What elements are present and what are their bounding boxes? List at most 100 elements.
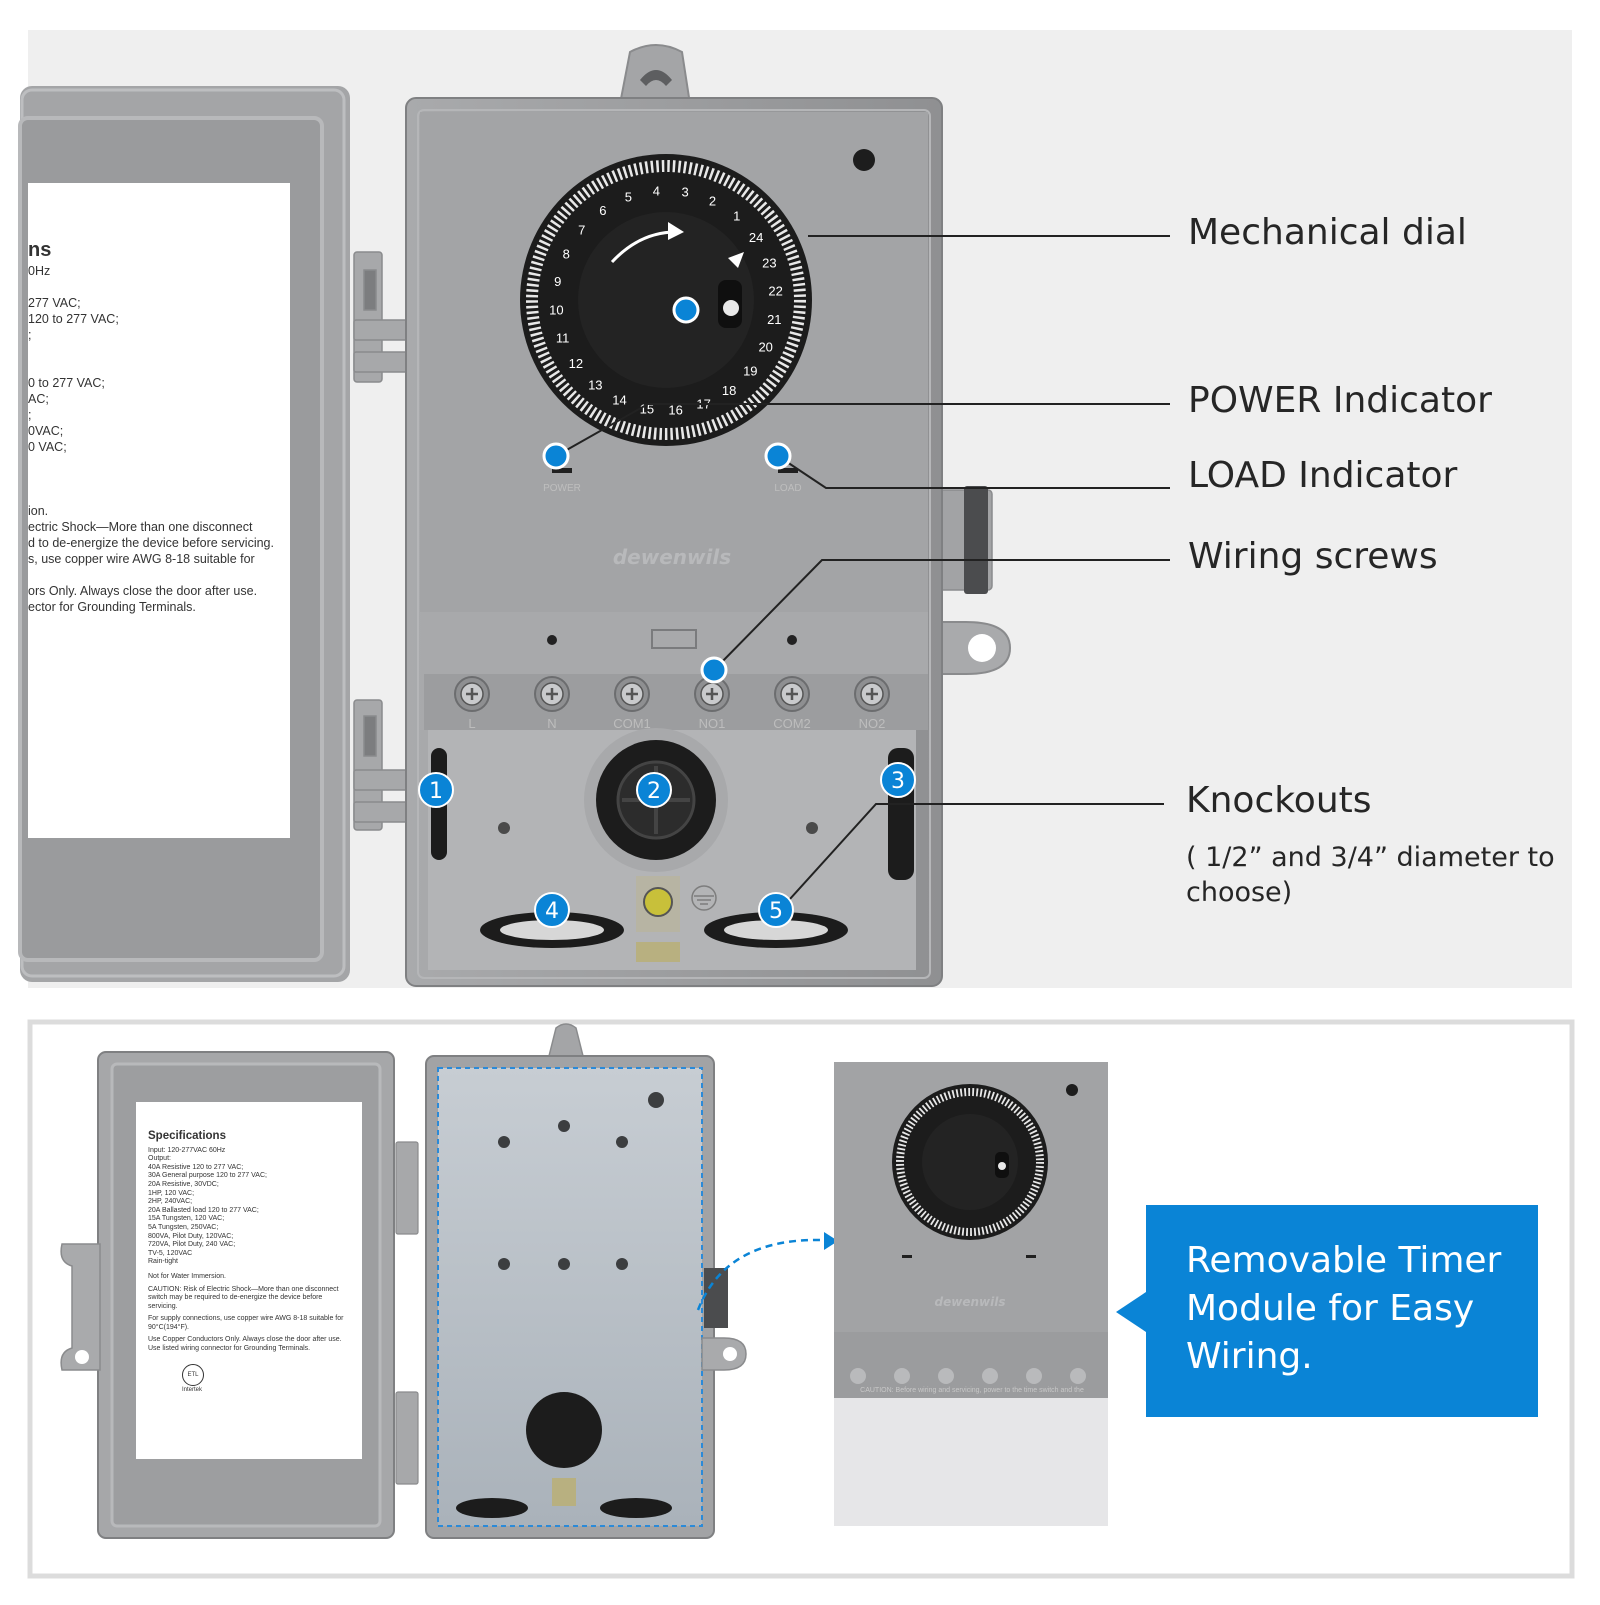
dial-number: 10 (549, 303, 563, 318)
knockout-marker: 1 (418, 772, 454, 808)
dial-number: 1 (733, 209, 740, 224)
spec-notes: Not for Water Immersion.CAUTION: Risk of… (136, 1273, 362, 1354)
module-caution-text: CAUTION: Before wiring and servicing, po… (860, 1387, 1084, 1394)
knockout-marker: 2 (636, 772, 672, 808)
dial-number: 6 (599, 203, 606, 218)
label-load-indicator: LOAD Indicator (1188, 455, 1458, 496)
dial-number: 18 (722, 383, 736, 398)
door-spec-line (28, 455, 290, 471)
door-spec-line (28, 567, 290, 583)
door-spec-line: 0 VAC; (28, 440, 67, 454)
promo-callout-pointer (1116, 1292, 1146, 1332)
knockout-markers: 1 2 3 4 5 (418, 762, 916, 928)
spec-note: Use Copper Conductors Only. Always close… (148, 1336, 342, 1353)
terminal-label: N (547, 716, 556, 731)
spec-line: Output: (148, 1155, 171, 1163)
knockout-marker: 4 (534, 892, 570, 928)
dial-number: 2 (709, 193, 716, 208)
door-spec-line: ns (28, 239, 52, 261)
bottom-hinges (395, 1141, 419, 1485)
label-knockouts-note: ( 1/2” and 3/4” diameter to choose) (1186, 842, 1555, 908)
door-spec-line: 0VAC; (28, 424, 64, 438)
spec-line: 40A Resistive 120 to 277 VAC; (148, 1163, 244, 1171)
door-spec-line: 0Hz (28, 264, 51, 278)
callout-dots (542, 296, 792, 684)
dial-number: 19 (743, 364, 757, 379)
leader-lines (555, 235, 1170, 911)
label-mechanical-dial: Mechanical dial (1188, 212, 1467, 253)
spec-line: TV-5, 120VAC (148, 1249, 193, 1257)
removable-timer-module: dewenwils CAUTION: Before wiring and ser… (834, 1062, 1108, 1526)
door-spec-line (28, 487, 290, 503)
door-spec-line (28, 471, 290, 487)
module-transfer-arrow (696, 1232, 838, 1311)
svg-text:dewenwils: dewenwils (935, 1295, 1006, 1309)
spec-line: 720VA, Pilot Duty, 240 VAC; (148, 1241, 236, 1249)
hanging-tab (618, 44, 692, 105)
dial-number: 14 (612, 393, 626, 408)
door-spec-line: ors Only. Always close the door after us… (28, 584, 258, 598)
door-spec-line: s, use copper wire AWG 8-18 suitable for (28, 552, 255, 566)
knockout-marker: 3 (880, 762, 916, 798)
dial-number: 15 (640, 401, 654, 416)
door-spec-line: ; (28, 408, 32, 422)
promo-callout-text: Removable Timer Module for Easy Wiring. (1186, 1240, 1502, 1377)
dial-number: 12 (569, 356, 583, 371)
dial-number: 11 (556, 331, 570, 346)
dial-number: 20 (758, 340, 772, 355)
dial-number: 4 (653, 183, 660, 198)
spec-line: 15A Tungsten, 120 VAC; (148, 1215, 225, 1223)
svg-text:5: 5 (769, 899, 783, 924)
spec-sheet-title: Specifications (148, 1130, 226, 1142)
spec-note: Not for Water Immersion. (148, 1272, 226, 1280)
terminal-label: NO2 (859, 716, 886, 731)
spec-line: 20A Resistive, 30VDC; (148, 1180, 219, 1188)
door-spec-line: 0 to 277 VAC; (28, 376, 105, 390)
dial-number: 3 (681, 185, 688, 200)
dial-number: 9 (554, 274, 561, 289)
door-spec-line: ion. (28, 504, 49, 518)
label-power-indicator: POWER Indicator (1188, 380, 1492, 421)
promo-callout-box (1146, 1205, 1538, 1417)
knockout-marker: 5 (758, 892, 794, 928)
power-indicator-label: POWER (543, 483, 581, 494)
svg-text:1: 1 (429, 779, 443, 804)
mounting-tab-right (929, 621, 1012, 675)
terminal-screw: L (454, 676, 490, 731)
label-knockouts: Knockouts (1186, 780, 1372, 821)
door-spec-line: d to de-energize the device before servi… (28, 536, 274, 550)
dial-number: 22 (768, 283, 782, 298)
door-spec-lines: ns 0Hz 277 VAC; 120 to 277 VAC;; 0 to 277 … (28, 237, 290, 615)
brand-logo: dewenwils (613, 545, 731, 569)
spec-line: Rain-tight (148, 1258, 178, 1266)
door-spec-line: AC; (28, 392, 49, 406)
door-spec-line (28, 343, 290, 359)
terminal-screw: N (534, 676, 570, 731)
terminal-label: NO1 (699, 716, 726, 731)
spec-line: Input: 120-277VAC 60Hz (148, 1146, 226, 1154)
door-spec-sheet-fragment: ns 0Hz 277 VAC; 120 to 277 VAC;; 0 to 277 … (28, 183, 290, 838)
dial-number: 23 (762, 255, 776, 270)
door-spec-line (28, 279, 290, 295)
dial-number: 7 (578, 222, 585, 237)
door-hinges (353, 251, 409, 831)
spec-line: 800VA, Pilot Duty, 120VAC; (148, 1232, 234, 1240)
svg-text:2: 2 (647, 779, 661, 804)
certification-mark: ETL Intertek (182, 1363, 362, 1395)
door-spec-line: 120 to 277 VAC; (28, 312, 119, 326)
dial-number: 5 (625, 190, 632, 205)
terminal-screw: COM2 (773, 676, 811, 731)
spec-line: 5A Tungsten, 250VAC; (148, 1223, 219, 1231)
indicator-leds (552, 468, 798, 473)
spec-line: 20A Ballasted load 120 to 277 VAC; (148, 1206, 259, 1214)
dial-number: 24 (749, 230, 763, 245)
dial-number: 21 (767, 312, 781, 327)
door-spec-line: 277 VAC; (28, 296, 81, 310)
svg-text:4: 4 (545, 899, 559, 924)
label-wiring-screws: Wiring screws (1188, 536, 1438, 577)
spec-note: For supply connections, use copper wire … (148, 1315, 344, 1331)
spec-line: 2HP, 240VAC; (148, 1198, 193, 1206)
dial-number: 16 (668, 403, 682, 418)
